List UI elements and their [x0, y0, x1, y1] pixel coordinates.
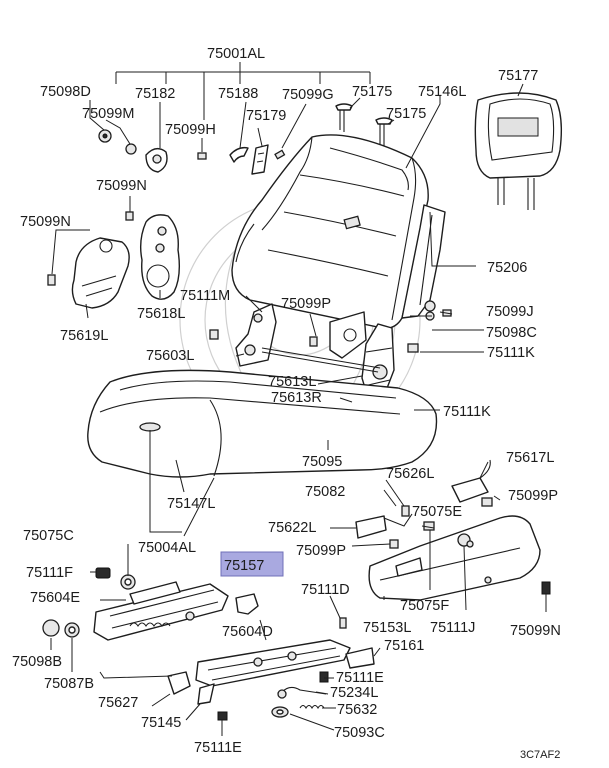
label-75099P-b: 75099P — [508, 488, 558, 504]
label-75004AL: 75004AL — [138, 540, 196, 556]
label-75157-highlighted: 75157 — [224, 558, 264, 574]
label-75161: 75161 — [384, 638, 424, 654]
label-75099N-c: 75099N — [510, 623, 561, 639]
label-75147L: 75147L — [167, 496, 215, 512]
label-75075E: 75075E — [412, 504, 462, 520]
label-75075F: 75075F — [400, 598, 449, 614]
slide-rail-75604D — [195, 617, 351, 687]
hinge-bracket-center — [309, 311, 367, 359]
label-75111J: 75111J — [430, 620, 475, 636]
label-75001AL: 75001AL — [207, 46, 265, 62]
headrest-guides — [335, 103, 393, 146]
label-75099P-a: 75099P — [281, 296, 331, 312]
highlight-75157-box — [220, 551, 284, 577]
label-75206: 75206 — [487, 260, 527, 276]
label-75603L: 75603L — [146, 348, 194, 364]
label-75182: 75182 — [135, 86, 175, 102]
label-75111D: 75111D — [301, 582, 350, 598]
label-75604E: 75604E — [30, 590, 80, 606]
seat-cushion — [87, 369, 438, 478]
label-75175-a: 75175 — [352, 84, 392, 100]
side-cover-75619L — [71, 237, 130, 309]
label-75111E-b: 75111E — [194, 740, 242, 756]
label-75613R: 75613R — [271, 390, 322, 406]
label-75111K-b: 75111K — [443, 404, 491, 420]
bracket-75157 — [235, 593, 259, 615]
label-75153L: 75153L — [363, 620, 411, 636]
label-75632: 75632 — [337, 702, 377, 718]
diagram-code: 3C7AF2 — [520, 749, 560, 761]
parts-bottom-right — [271, 647, 375, 718]
label-75626L: 75626L — [386, 466, 434, 482]
label-75618L: 75618L — [137, 306, 185, 322]
label-75111K-a: 75111K — [487, 345, 535, 361]
label-75111M: 75111M — [180, 288, 230, 304]
label-75613L: 75613L — [268, 374, 316, 390]
seat-back-cushion — [231, 134, 429, 329]
part-labels: 75001AL 75098D 75182 75188 75099G 75175 … — [12, 46, 561, 761]
label-75622L: 75622L — [268, 520, 316, 536]
leader-lines — [50, 62, 547, 736]
headrest — [474, 92, 563, 210]
hinge-bracket-left — [209, 303, 277, 367]
label-75111E: 75111E — [336, 670, 384, 686]
slide-rail-75604E — [93, 581, 229, 641]
label-75098B: 75098B — [12, 654, 62, 670]
recliner-mechanism-right — [261, 323, 395, 407]
label-75095: 75095 — [302, 454, 342, 470]
side-cover-75153L — [368, 515, 541, 601]
label-75075C: 75075C — [23, 528, 74, 544]
lever-parts — [355, 459, 551, 595]
label-75175-b: 75175 — [386, 106, 426, 122]
label-75099J: 75099J — [486, 304, 534, 320]
label-75619L: 75619L — [60, 328, 108, 344]
label-75099M: 75099M — [82, 106, 134, 122]
label-75188: 75188 — [218, 86, 258, 102]
label-75099N-a: 75099N — [96, 178, 147, 194]
label-75082: 75082 — [305, 484, 345, 500]
label-75234L: 75234L — [330, 685, 378, 701]
label-75617L: 75617L — [506, 450, 554, 466]
label-75099G: 75099G — [282, 87, 334, 103]
fasteners-bottom-left — [42, 567, 136, 638]
label-75093C: 75093C — [334, 725, 385, 741]
label-75111F: 75111F — [26, 565, 73, 581]
label-75627: 75627 — [98, 695, 138, 711]
recliner-cover-75618L — [139, 214, 181, 300]
label-75099P-c: 75099P — [296, 543, 346, 559]
label-75177: 75177 — [498, 68, 538, 84]
label-75087B: 75087B — [44, 676, 94, 692]
label-75099H: 75099H — [165, 122, 216, 138]
label-75146L: 75146L — [418, 84, 466, 100]
label-75179: 75179 — [246, 108, 286, 124]
parts-75627-75145 — [167, 671, 228, 721]
label-75145: 75145 — [141, 715, 181, 731]
small-parts-top-left — [47, 129, 286, 286]
label-75099N-b: 75099N — [20, 214, 71, 230]
seat-back-board — [343, 204, 446, 319]
label-75098D: 75098D — [40, 84, 91, 100]
label-75604D: 75604D — [222, 624, 273, 640]
label-75098C: 75098C — [486, 325, 537, 341]
